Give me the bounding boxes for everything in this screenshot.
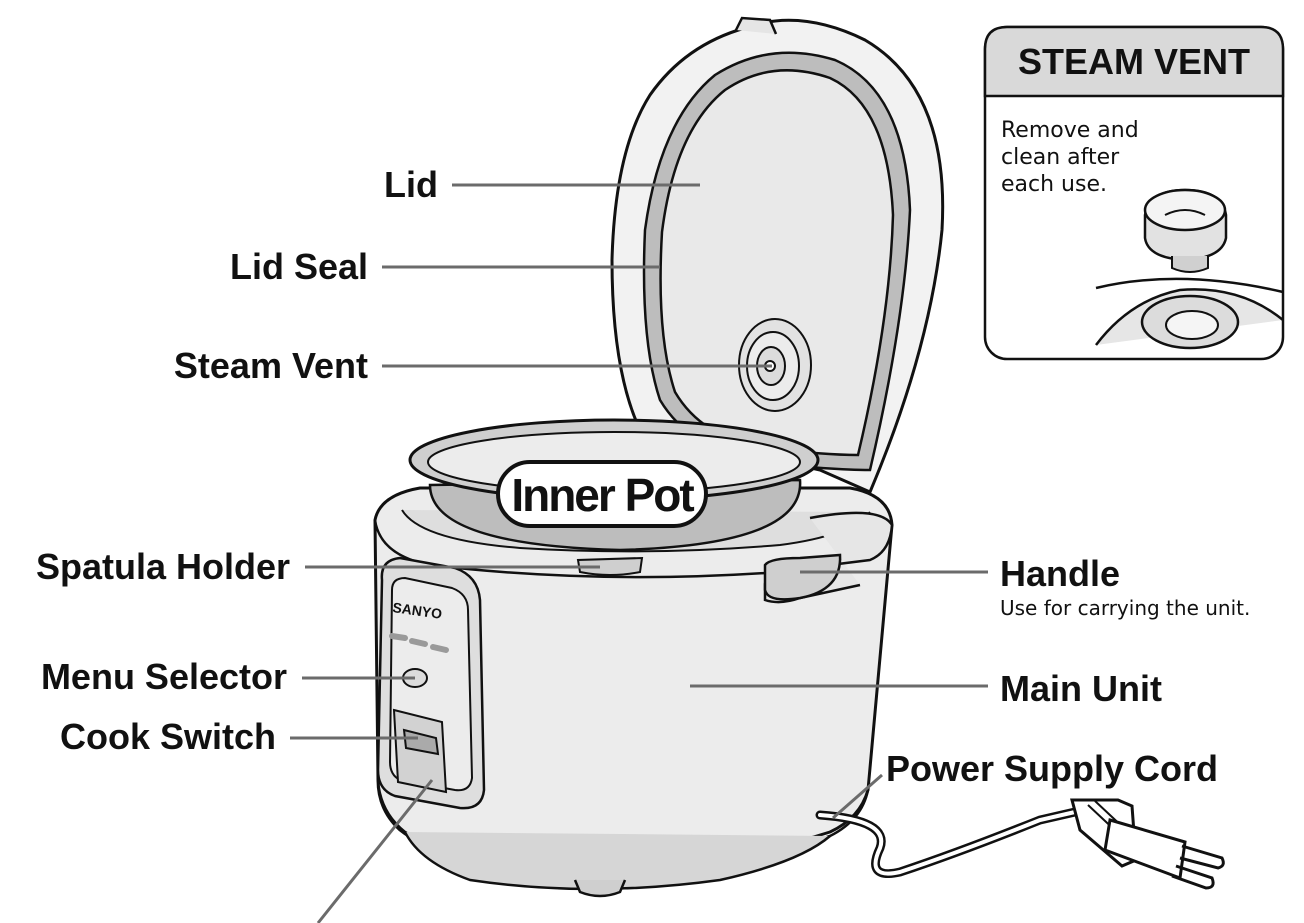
label-cook-switch: Cook Switch xyxy=(60,716,276,757)
power-cord-shape xyxy=(815,798,1225,890)
spatula-holder-shape xyxy=(576,556,644,576)
label-handle-note: Use for carrying the unit. xyxy=(1000,596,1250,620)
inner-pot-label: Inner Pot xyxy=(511,469,694,521)
inset-text-line1: Remove and xyxy=(1001,118,1139,143)
label-handle: Handle xyxy=(1000,553,1120,594)
inner-pot-shape: Inner Pot xyxy=(408,418,820,552)
rice-cooker: Inner Pot SANYO xyxy=(373,16,1225,898)
label-lid: Lid xyxy=(384,164,438,205)
label-menu-selector: Menu Selector xyxy=(41,656,287,697)
main-body-shape xyxy=(373,486,894,898)
steam-vent-inset: STEAM VENT Remove and clean after each u… xyxy=(983,25,1285,361)
lid-shape xyxy=(610,16,945,494)
indicator-lights xyxy=(389,633,449,653)
label-lid-seal: Lid Seal xyxy=(230,246,368,287)
inset-text-line3: each use. xyxy=(1001,172,1107,197)
label-main-unit: Main Unit xyxy=(1000,668,1162,709)
brand-logo: SANYO xyxy=(392,599,444,622)
label-power-cord: Power Supply Cord xyxy=(886,748,1218,789)
inset-title: STEAM VENT xyxy=(1018,41,1250,82)
handle-shape xyxy=(763,511,894,604)
callout-labels: Lid Lid Seal Steam Vent Spatula Holder M… xyxy=(36,164,1250,789)
plug-icon xyxy=(1070,798,1225,890)
label-steam-vent: Steam Vent xyxy=(174,345,368,386)
inset-text-line2: clean after xyxy=(1001,145,1120,170)
cook-switch-lever[interactable] xyxy=(392,708,448,794)
control-panel: SANYO xyxy=(376,556,486,810)
leader-lines xyxy=(290,183,988,923)
lid-steam-vent-icon xyxy=(738,318,812,412)
steam-vent-cap-icon xyxy=(1143,188,1228,273)
label-spatula-holder: Spatula Holder xyxy=(36,546,290,587)
